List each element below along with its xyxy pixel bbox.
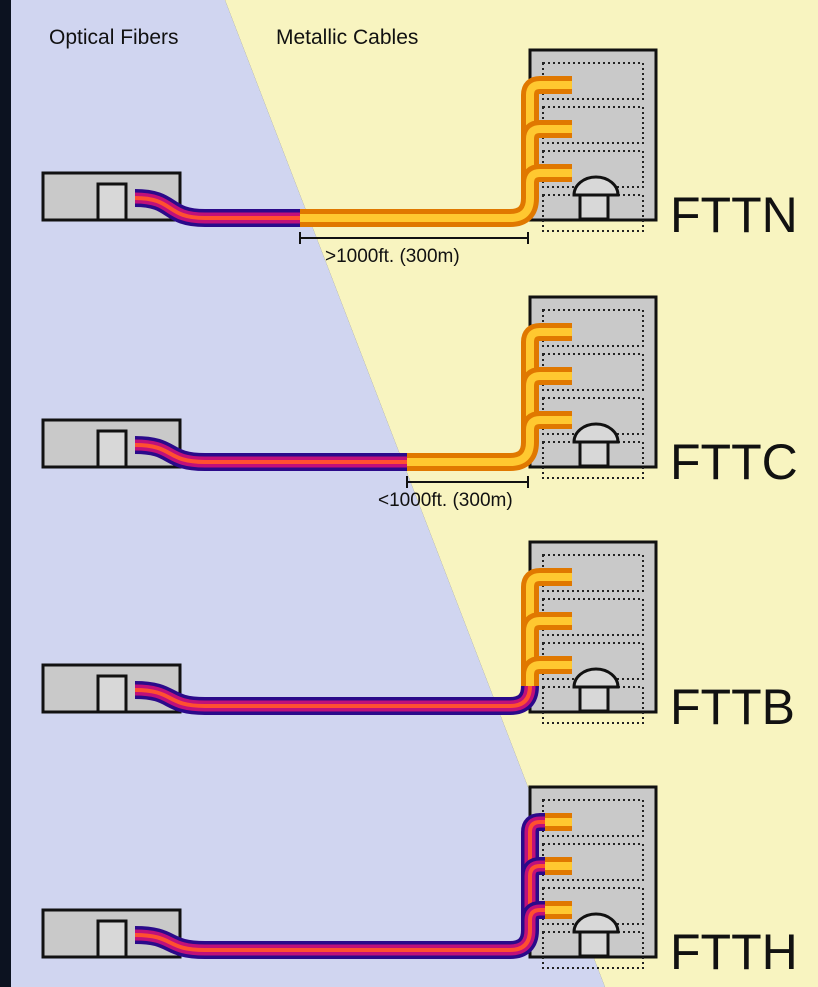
copper-cable-core <box>526 125 572 140</box>
row-label: FTTB <box>670 679 795 735</box>
building-door <box>578 930 610 958</box>
fiber-cable-core <box>134 820 545 952</box>
row-fttn: >1000ft. (300m) FTTN <box>41 48 798 267</box>
building-door <box>578 193 610 221</box>
copper-cable-core <box>526 372 572 387</box>
row-fttb: FTTB <box>41 540 795 735</box>
copper-cable-core <box>526 573 572 686</box>
building-floor <box>542 309 644 347</box>
central-office-door <box>96 674 128 714</box>
row-ftth: FTTH <box>41 785 798 980</box>
distance-label: >1000ft. (300m) <box>325 246 460 267</box>
building-door <box>578 685 610 713</box>
fiber-cable-core <box>528 864 545 877</box>
central-office-door <box>96 919 128 959</box>
fiber-cable-core <box>528 908 545 921</box>
row-label: FTTC <box>670 434 798 490</box>
fiber-cable-core <box>134 443 407 464</box>
building-floor <box>542 62 644 100</box>
copper-cable-core <box>526 661 572 676</box>
row-fttc: <1000ft. (300m) FTTC <box>41 295 798 511</box>
dome-icon <box>572 912 620 934</box>
building-floor <box>542 353 644 391</box>
building-floor <box>542 106 644 144</box>
fiber-cable-core <box>134 685 532 708</box>
copper-cable-core <box>407 328 572 466</box>
building-floor <box>542 799 644 837</box>
optical-region <box>11 0 605 987</box>
copper-cable-core <box>526 617 572 632</box>
dome-icon <box>572 667 620 689</box>
row-label: FTTH <box>670 924 798 980</box>
copper-cable-core <box>300 81 572 222</box>
building-floor <box>542 554 644 592</box>
optical-fibers-header: Optical Fibers <box>49 26 179 49</box>
metallic-cables-header: Metallic Cables <box>276 26 418 49</box>
row-label: FTTN <box>670 187 798 243</box>
fiber-cable-core <box>134 196 300 220</box>
copper-cable-core <box>526 169 572 184</box>
building-door <box>578 440 610 468</box>
copper-cable-core <box>526 416 572 431</box>
building-floor <box>542 843 644 881</box>
central-office-door <box>96 429 128 469</box>
building-floor <box>542 598 644 636</box>
dome-icon <box>572 422 620 444</box>
dome-icon <box>572 175 620 197</box>
distance-label: <1000ft. (300m) <box>378 490 513 511</box>
central-office-door <box>96 182 128 222</box>
metallic-region <box>225 0 818 987</box>
